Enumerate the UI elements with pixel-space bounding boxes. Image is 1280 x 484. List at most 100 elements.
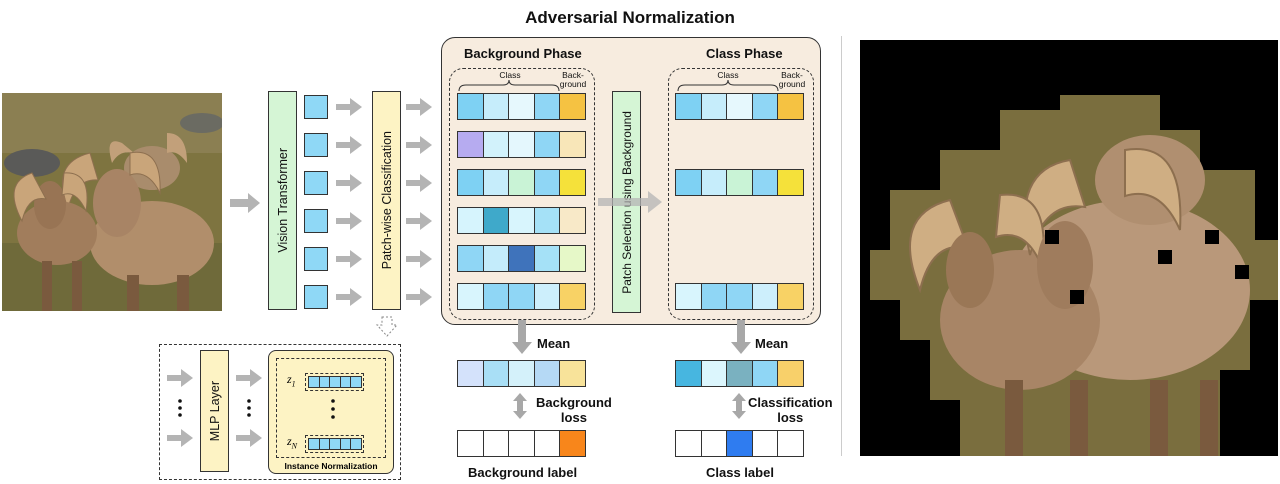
vector-cell	[508, 207, 535, 234]
loss-arrow-bg	[513, 393, 527, 419]
class-phase-vector	[675, 169, 804, 196]
vector-cell	[700, 430, 728, 457]
background-phase-vector	[457, 245, 586, 272]
vector-cell	[533, 131, 561, 158]
vector-cell	[350, 376, 362, 388]
vector-cell	[675, 93, 702, 120]
vector-cell	[777, 169, 804, 196]
vector-cell	[726, 169, 753, 196]
background-phase-vector	[457, 283, 586, 310]
vector-cell	[533, 430, 561, 457]
masked-output-image	[860, 40, 1278, 456]
z-ellipsis-icon	[331, 399, 335, 419]
vector-cell	[533, 169, 561, 196]
vector-cell	[559, 93, 586, 120]
vector-cell	[457, 93, 484, 120]
vector-cell	[700, 283, 728, 310]
vector-cell	[751, 283, 779, 310]
instance-norm-inner-region	[276, 358, 386, 458]
class-phase-region	[668, 68, 814, 320]
vector-cell	[533, 283, 561, 310]
vector-cell	[508, 93, 535, 120]
vector-cell	[482, 93, 510, 120]
vector-cell	[482, 207, 510, 234]
background-label-row	[457, 430, 586, 457]
vector-cell	[457, 360, 484, 387]
vector-cell	[457, 430, 484, 457]
vector-cell	[559, 169, 586, 196]
vector-cell	[777, 360, 804, 387]
vector-cell	[751, 93, 779, 120]
mlp-layer-block: MLP Layer	[200, 350, 229, 472]
background-brace-label-bg: Back- ground	[559, 70, 587, 89]
vector-cell	[675, 283, 702, 310]
background-loss-label: Background loss	[536, 395, 612, 425]
class-label-caption: Class label	[706, 465, 774, 480]
vector-cell	[559, 283, 586, 310]
z1-symbol: z1	[287, 372, 296, 389]
class-phase-vector	[675, 93, 804, 120]
background-phase-vector	[457, 207, 586, 234]
vector-cell	[675, 430, 702, 457]
vector-cell	[777, 283, 804, 310]
vector-cell	[457, 283, 484, 310]
vit-token-column	[304, 95, 330, 310]
mlp-output-arrows	[236, 369, 262, 447]
arrows-tokens-to-classifier	[336, 98, 362, 306]
vector-cell	[482, 169, 510, 196]
mean-label-bg: Mean	[537, 336, 571, 351]
background-phase-vector	[457, 131, 586, 158]
vector-cell	[751, 169, 779, 196]
mlp-inset	[159, 344, 401, 480]
vector-cell	[726, 360, 753, 387]
zN-symbol: zN	[287, 434, 298, 451]
diagram-title: Adversarial Normalization	[525, 8, 735, 27]
class-brace-label-cls: Class	[717, 70, 739, 80]
vector-cell	[777, 93, 804, 120]
vector-cell	[533, 245, 561, 272]
loss-arrow-cls	[732, 393, 746, 419]
vector-cell	[700, 169, 728, 196]
class-brace-label-bg: Class	[499, 70, 521, 80]
mlp-input-arrows	[167, 369, 193, 447]
vector-cell	[533, 93, 561, 120]
vector-cell	[508, 169, 535, 196]
vector-cell	[457, 131, 484, 158]
vit-token	[304, 247, 328, 271]
input-ram-photo	[2, 93, 222, 311]
mean-label-cls: Mean	[755, 336, 789, 351]
background-brace-label-cls: Back- ground	[778, 70, 806, 89]
vector-cell	[751, 360, 779, 387]
vector-cell	[482, 131, 510, 158]
background-label-caption: Background label	[468, 465, 578, 480]
vector-cell	[457, 245, 484, 272]
classification-loss-label: Classification loss	[748, 395, 833, 425]
vector-cell	[508, 283, 535, 310]
vector-cell	[559, 131, 586, 158]
background-mean-row	[457, 360, 586, 387]
vector-cell	[559, 207, 586, 234]
vector-cell	[482, 360, 510, 387]
vector-cell	[457, 207, 484, 234]
vision-transformer-block: Vision Transformer	[268, 91, 297, 310]
vector-cell	[726, 283, 753, 310]
class-brace-bg	[458, 80, 560, 92]
z1-vector	[305, 373, 364, 391]
background-phase-vector	[457, 93, 586, 120]
panel-separator	[841, 36, 842, 456]
arrow-bg-to-class-phase	[598, 191, 662, 213]
vision-transformer-label: Vision Transformer	[275, 148, 290, 253]
patch-wise-classification-label: Patch-wise Classification	[379, 131, 394, 270]
vector-cell	[350, 438, 362, 450]
vector-cell	[533, 207, 561, 234]
class-phase-vector	[675, 283, 804, 310]
zN-vector	[305, 435, 364, 453]
vector-cell	[508, 245, 535, 272]
vit-token	[304, 171, 328, 195]
background-phase-vector	[457, 169, 586, 196]
vector-cell	[726, 93, 753, 120]
mean-arrow-cls	[731, 320, 751, 354]
vector-cell	[675, 360, 702, 387]
class-label-row	[675, 430, 804, 457]
vector-cell	[559, 245, 586, 272]
